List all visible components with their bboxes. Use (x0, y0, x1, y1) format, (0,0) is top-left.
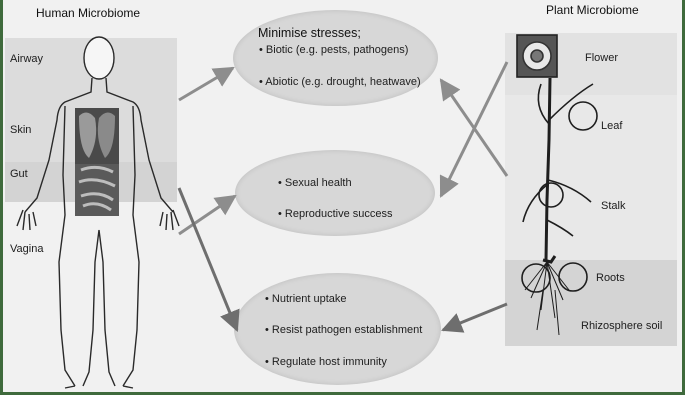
nutrition-ellipse (234, 273, 441, 385)
human-label-airway: Airway (10, 53, 44, 65)
human-label-vagina: Vagina (10, 243, 44, 255)
human-label-skin: Skin (10, 124, 32, 136)
plant-label-flower: Flower (585, 52, 619, 64)
stress-heading: Minimise stresses; (258, 26, 361, 40)
diagram-panel: Human Microbiome Plant Microbiome Airway… (3, 0, 682, 392)
plant-label-stalk: Stalk (601, 200, 626, 212)
diagram-drawings (16, 34, 598, 389)
human-organs (75, 108, 119, 216)
plant-label-rhizosphere: Rhizosphere soil (581, 320, 663, 332)
stress-item-biotic: • Biotic (e.g. pests, pathogens) (259, 44, 409, 56)
health-item-reproductive: • Reproductive success (278, 208, 393, 220)
plant-label-roots: Roots (596, 272, 625, 284)
plant-drawing (516, 34, 598, 336)
human-body-outline (16, 36, 180, 389)
human-microbiome-title: Human Microbiome (36, 6, 141, 20)
plant-microbiome-title: Plant Microbiome (546, 3, 639, 17)
plant-band-mid (505, 95, 677, 260)
health-item-sexual: • Sexual health (278, 177, 352, 189)
stress-ellipse (233, 10, 438, 106)
plant-label-leaf: Leaf (601, 120, 623, 132)
nutrition-item-pathogen: • Resist pathogen establishment (265, 324, 423, 336)
arrows (177, 61, 509, 333)
nutrition-item-immunity: • Regulate host immunity (265, 356, 387, 368)
human-label-gut: Gut (10, 168, 28, 180)
health-ellipse (235, 150, 435, 236)
plant-band-lower (505, 260, 677, 346)
nutrition-item-uptake: • Nutrient uptake (265, 293, 347, 305)
stress-item-abiotic: • Abiotic (e.g. drought, heatwave) (259, 76, 421, 88)
